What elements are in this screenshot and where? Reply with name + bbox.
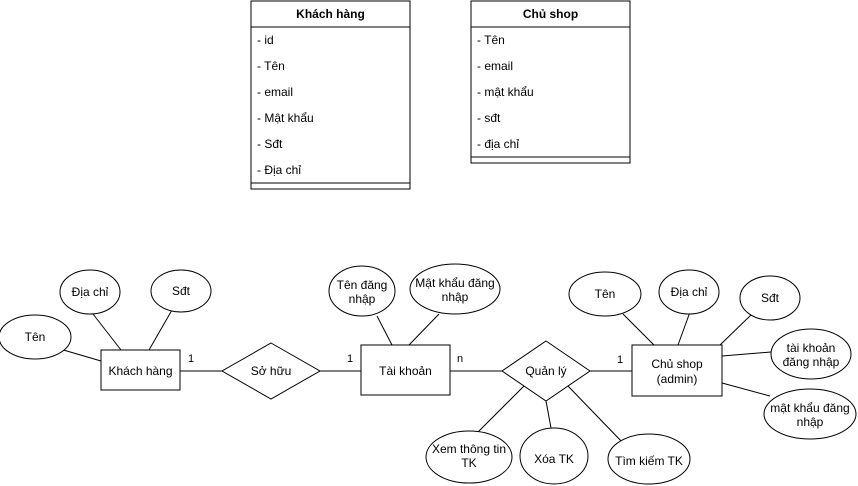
attribute-kh-dia-chi[interactable]: Địa chỉ — [59, 269, 121, 315]
class-khach-hang[interactable]: Khách hàng - id - Tên - email - Mật khẩu… — [250, 0, 411, 190]
relationship-so-huu[interactable]: Sở hữu — [220, 342, 322, 400]
class-khach-hang-box — [250, 0, 411, 190]
attribute-cs-sdt[interactable]: Sđt — [739, 275, 801, 321]
connector-line — [677, 311, 691, 346]
attribute-label: mật khẩu đăng — [770, 401, 849, 415]
relationship-label: Sở hữu — [251, 364, 292, 378]
class-title: Khách hàng — [296, 7, 365, 21]
attribute-cs-ten[interactable]: Tên — [568, 271, 642, 317]
attribute-ellipse — [519, 427, 589, 485]
attribute-cs-tai-khoan[interactable]: tài khoản đăng nhập — [770, 328, 852, 380]
cardinality-label: 1 — [347, 353, 353, 365]
entity-label: Chủ shop — [651, 357, 703, 371]
class-attribute: - Tên — [477, 33, 505, 47]
connector-line — [148, 309, 173, 351]
entity-khach-hang[interactable]: Khách hàng — [100, 349, 181, 391]
attribute-label: Địa chỉ — [671, 285, 708, 299]
attribute-label: Tìm kiếm TK — [615, 454, 683, 468]
attribute-cs-dia-chi[interactable]: Địa chỉ — [658, 269, 720, 315]
relationship-diamond — [220, 342, 322, 400]
attribute-label: nhập — [797, 415, 824, 429]
class-attribute: - Sđt — [257, 137, 283, 151]
attribute-cs-mat-khau[interactable]: mật khẩu đăng nhập — [763, 388, 857, 440]
class-attribute: - mật khẩu — [477, 85, 534, 99]
attribute-label: Mật khẩu đăng — [415, 276, 494, 290]
attribute-ellipse — [150, 269, 212, 313]
attribute-ellipse — [328, 265, 396, 317]
connector-line — [408, 313, 440, 346]
entity-label: (admin) — [657, 372, 698, 386]
relationship-diamond — [501, 340, 591, 402]
entity-label: Khách hàng — [108, 364, 172, 378]
class-attribute: - sđt — [477, 111, 501, 125]
class-attribute: - email — [477, 59, 513, 73]
class-title: Chủ shop — [523, 7, 578, 21]
connector-line — [719, 313, 753, 346]
attribute-tk-ten-dang-nhap[interactable]: Tên đăng nhập — [328, 265, 396, 317]
connector-line — [545, 400, 552, 429]
attribute-ellipse — [658, 269, 720, 315]
attribute-ellipse — [739, 275, 801, 321]
attribute-ellipse — [409, 263, 501, 315]
attribute-label: Tên — [595, 287, 616, 301]
entity-box — [100, 349, 181, 391]
attribute-label: Sđt — [761, 291, 780, 305]
entity-label: Tài khoản — [379, 364, 432, 378]
connector-line — [477, 384, 526, 433]
entity-box — [631, 344, 723, 397]
er-connectors — [59, 309, 772, 445]
attribute-ellipse — [770, 328, 852, 380]
cardinality-label: 1 — [617, 354, 623, 366]
attribute-ellipse — [607, 433, 691, 485]
entity-chu-shop[interactable]: Chủ shop (admin) — [631, 344, 723, 397]
attribute-label: đăng nhập — [783, 355, 840, 369]
attribute-ellipse — [763, 388, 857, 440]
relationship-label: Quản lý — [525, 364, 566, 378]
attribute-kh-ten[interactable]: Tên — [0, 314, 72, 360]
connector-line — [376, 315, 393, 346]
connector-line — [721, 351, 772, 357]
attribute-label: nhập — [349, 292, 376, 306]
relationship-quan-ly[interactable]: Quản lý — [501, 340, 591, 402]
attribute-ql-xem[interactable]: Xem thông tin TK — [425, 430, 513, 484]
entity-box — [360, 344, 451, 396]
class-attribute: - địa chỉ — [477, 137, 519, 151]
attribute-ellipse — [568, 271, 642, 317]
class-attribute: - email — [257, 85, 293, 99]
attribute-label: Xóa TK — [534, 452, 574, 466]
attribute-ql-tim[interactable]: Tìm kiếm TK — [607, 433, 691, 485]
class-attribute: - Mật khẩu — [257, 111, 314, 125]
attribute-ellipse — [425, 430, 513, 484]
attribute-label: Xem thông tin — [432, 442, 506, 456]
attribute-label: Sđt — [172, 284, 191, 298]
attribute-tk-mat-khau[interactable]: Mật khẩu đăng nhập — [409, 263, 501, 315]
class-attribute: - id — [257, 33, 274, 47]
attribute-label: Tên — [25, 330, 46, 344]
class-attribute: - Tên — [257, 59, 285, 73]
attribute-ellipse — [0, 314, 72, 360]
attribute-label: Tên đăng — [337, 278, 388, 292]
cardinality-label: 1 — [188, 353, 194, 365]
attribute-label: TK — [461, 456, 476, 470]
class-chu-shop[interactable]: Chủ shop - Tên - email - mật khẩu - sđt … — [470, 0, 631, 164]
attribute-label: nhập — [442, 290, 469, 304]
connector-line — [622, 313, 655, 346]
connector-line — [92, 313, 122, 351]
attribute-ql-xoa[interactable]: Xóa TK — [519, 427, 589, 485]
class-chu-shop-box — [470, 0, 631, 164]
connector-line — [721, 382, 771, 397]
attribute-label: tài khoản — [787, 341, 836, 355]
connector-line — [566, 384, 625, 445]
attribute-ellipse — [59, 269, 121, 315]
cardinality-label: n — [457, 353, 463, 365]
attribute-kh-sdt[interactable]: Sđt — [150, 269, 212, 313]
connector-line — [59, 348, 102, 362]
attribute-label: Địa chỉ — [72, 285, 109, 299]
class-attribute: - Địa chỉ — [257, 163, 301, 177]
entity-tai-khoan[interactable]: Tài khoản — [360, 344, 451, 396]
